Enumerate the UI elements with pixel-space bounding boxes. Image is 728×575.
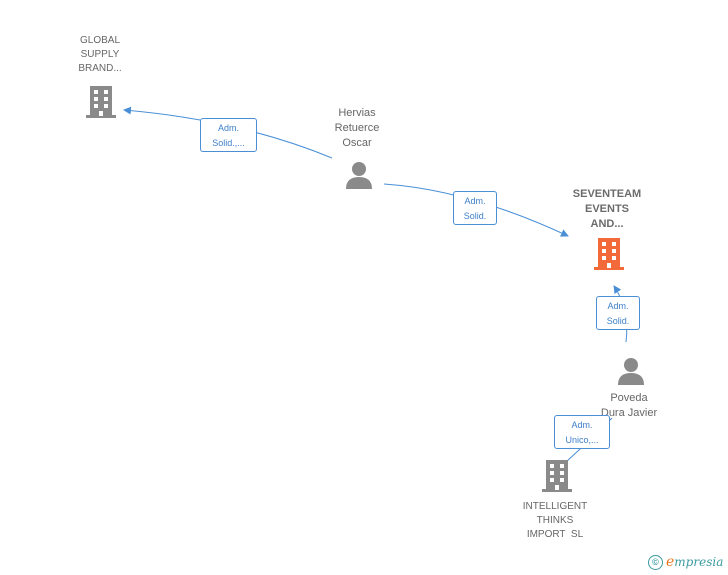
copyright-icon: © [648, 554, 663, 570]
edge-label-hervias-global[interactable]: Adm. Solid.,... [200, 118, 257, 152]
node-label-poveda[interactable]: Poveda Dura Javier [600, 392, 658, 419]
person-icon[interactable] [616, 356, 646, 386]
building-icon[interactable] [540, 458, 574, 494]
node-label-intelligent[interactable]: INTELLIGENT THINKS IMPORT SL [522, 501, 588, 540]
person-icon[interactable] [344, 160, 374, 190]
brand-logo: empresia [666, 554, 724, 570]
node-label-hervias[interactable]: Hervias Retuerce Oscar [334, 107, 380, 149]
edge-label-poveda-intelligent[interactable]: Adm. Unico,... [554, 415, 610, 449]
edge-label-hervias-seventeam[interactable]: Adm. Solid. [453, 191, 497, 225]
building-icon[interactable] [84, 84, 118, 120]
edge-label-poveda-seventeam[interactable]: Adm. Solid. [596, 296, 640, 330]
node-label-global-supply[interactable]: GLOBAL SUPPLY BRAND... [78, 35, 122, 74]
brand-watermark: © empresia [648, 554, 723, 570]
node-label-seventeam[interactable]: SEVENTEAM EVENTS AND... [572, 188, 642, 230]
building-icon-focus[interactable] [592, 236, 626, 272]
